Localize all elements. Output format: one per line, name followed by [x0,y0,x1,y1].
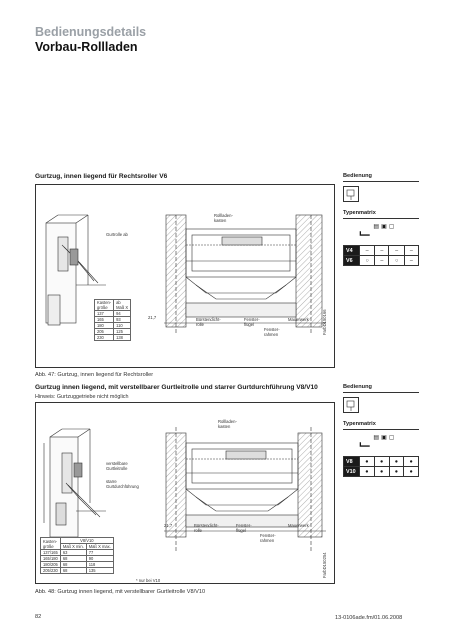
dims-cell: 68 [59,567,87,574]
bedienung-heading: Bedienung [343,173,419,182]
document-reference: 13-0106ade.fm/01.06.2008 [335,615,403,621]
label-verstellbare-gurtleitrolle: verstellbare Gurtleitrolle [106,461,128,471]
matrix-cell: – [403,255,420,266]
label-rolladenkasten: Rollladen- kasten [214,213,233,223]
figure-48-drawing: verstellbare Gurtleitrolle starre Gurtdu… [35,402,335,584]
matrix-row: V10 ● ● ● ● [343,466,419,477]
matrix-cell: – [403,245,420,256]
dims-cell: 138 [113,334,132,341]
motor-icon: ▤ [373,224,380,230]
figure-code: FarbD150254 [322,552,327,578]
side-panel-bedienung-2: Bedienung Typenmatrix ⌙ ▤ ▣ ▢ V8 ● ● ● ●… [343,384,419,477]
dims-note: * nur bei V10 [136,578,161,583]
dims-cell: 165/180 [40,555,61,562]
dims-cell: 230 [93,334,115,341]
figure-48-hint: Hinweis: Gurtzuggetriebe nicht möglich [35,394,129,400]
label-mauerwerk: Mauerwerk [288,523,309,528]
matrix-cell: – [358,245,376,256]
matrix-icons: ⌙ ▤ ▣ ▢ [343,223,419,243]
matrix-cell: ● [373,456,390,467]
typenmatrix-table: V4 – – – – V6 ○ – ○ – [343,245,420,266]
label-mauerwerk: Mauerwerk [288,317,309,322]
gurt-icon [343,397,359,413]
matrix-cell: – [388,245,405,256]
matrix-cell: – [374,245,390,256]
side-panel-bedienung-1: Bedienung Typenmatrix ⌙ ▤ ▣ ▢ V4 – – – –… [343,173,420,266]
matrix-row: V4 – – – – [343,245,420,256]
label-offset: 21,7 [148,315,157,320]
matrix-cell: ○ [388,255,405,266]
matrix-cell: – [374,255,390,266]
handle-icon: ⌙ [358,436,372,453]
section-heading: Bedienungsdetails [35,25,147,39]
matrix-cell: ● [373,466,390,477]
gurt-icon [343,186,359,202]
label-starre-gurtdurchfuehrung: starre Gurtdurchführung [106,479,139,489]
dims-cell: 205/230 [40,567,61,574]
figure-47-svg [45,214,326,335]
dims-cell: 137/165 [40,549,61,556]
motor-icon: ▤ [373,435,380,441]
label-rolladenkasten: Rollladen- kasten [218,419,237,429]
figure-47-title: Gurtzug, innen liegend für Rechtsroller … [35,173,168,180]
figure-48-title: Gurtzug innen liegend, mit verstellbarer… [35,384,318,391]
label-fensterrahmen: Fenster- rahmen [264,327,280,337]
label-fensterrahmen: Fenster- rahmen [260,533,276,543]
matrix-cell: ● [359,466,375,477]
dims-header: Maß X min. [59,543,87,550]
page-number: 82 [35,614,42,620]
matrix-row-label: V6 [343,255,360,266]
matrix-cell: ● [388,456,405,467]
dims-header: Kasten- größe [40,537,61,550]
typenmatrix-heading: Typenmatrix [343,421,419,430]
label-fensterfluegel: Fenster- flügel [244,317,260,327]
label-gurtrolle: Gurtrolle ab [106,232,128,237]
bedienung-heading: Bedienung [343,384,419,393]
remote-icon: ▢ [388,435,395,441]
typenmatrix-table: V8 ● ● ● ● V10 ● ● ● ● [343,456,419,477]
dims-header: ab Maß X [113,299,132,311]
figure-48-caption: Abb. 48: Gurtzug innen liegend, mit vers… [35,589,206,595]
matrix-row: V6 ○ – ○ – [343,255,420,266]
matrix-row-label: V4 [343,245,360,256]
matrix-row: V8 ● ● ● ● [343,456,419,467]
dims-header: Kasten- größe [93,299,115,311]
matrix-cell: ● [403,466,419,477]
label-buerstendichtrolle: Bürstendicht- rolle [196,317,221,327]
switch-icon: ▣ [381,224,387,230]
switch-icon: ▣ [381,435,387,441]
figure-47-drawing: Gurtrolle ab Rollladen- kasten 21,7 Bürs… [35,184,335,368]
figure-47-caption: Abb. 47: Gurtzug, innen liegend für Rech… [35,372,154,378]
matrix-cell: ● [388,466,405,477]
label-fensterfluegel: Fenster- flügel [236,523,252,533]
dims-table-48: Kasten- größe V8/V10 Maß X min. Maß X ma… [40,537,114,574]
handle-icon: ⌙ [358,225,372,242]
typenmatrix-heading: Typenmatrix [343,210,419,219]
remote-icon: ▢ [388,224,395,230]
matrix-cell: ● [403,456,419,467]
matrix-row-label: V8 [343,456,360,467]
matrix-row-label: V10 [343,466,360,477]
matrix-icons: ⌙ ▤ ▣ ▢ [343,434,419,454]
dims-cell: 180/205 [40,561,61,568]
page-title: Vorbau-Rollladen [35,40,138,54]
matrix-cell: ● [359,456,375,467]
matrix-cell: ○ [358,255,376,266]
dims-cell: 135 [85,567,114,574]
label-offset: 21,7 [164,523,173,528]
figure-code: FarbD150166 [322,309,327,335]
label-buerstendichtrolle: Bürstendicht- rolle [194,523,219,533]
dims-header: Maß X max. [85,543,114,550]
